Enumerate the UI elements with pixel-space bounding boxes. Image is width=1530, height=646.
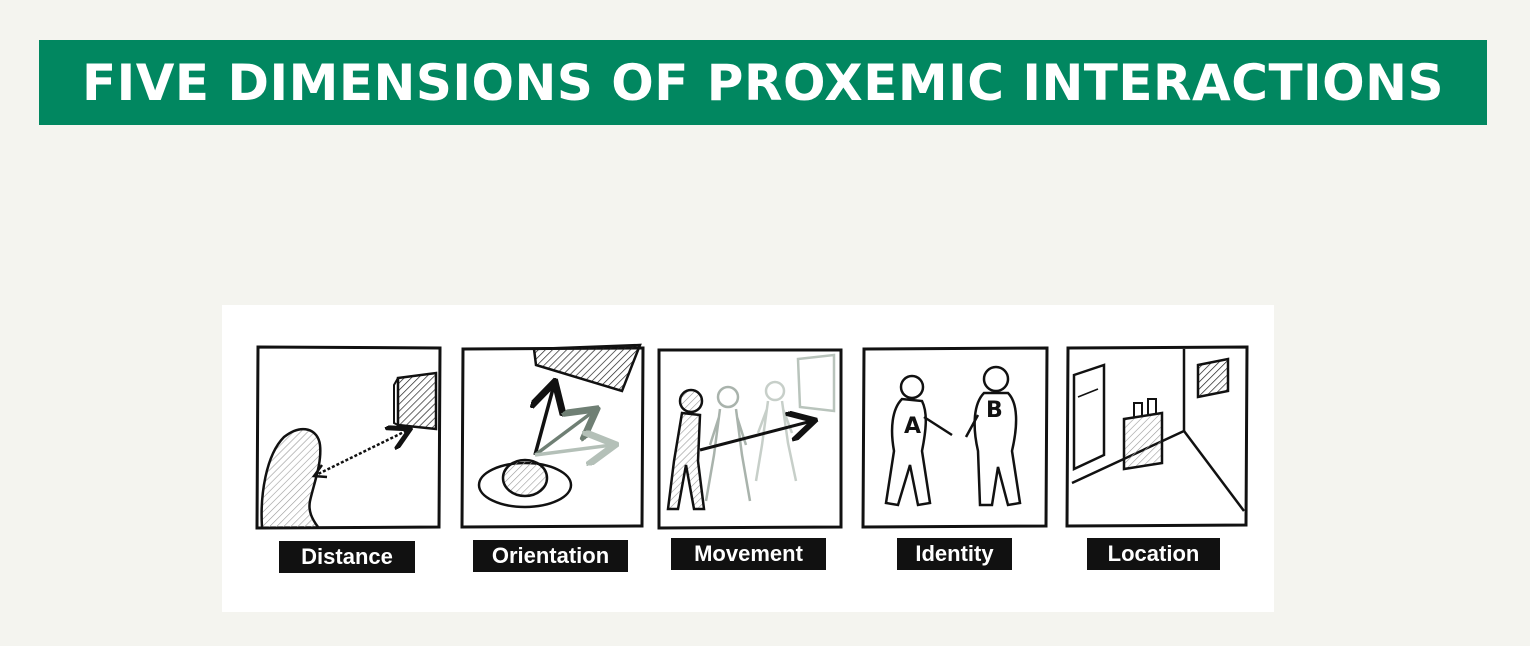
- location-panel: [1065, 345, 1249, 528]
- distance-panel: [255, 345, 442, 530]
- label-identity: Identity: [897, 538, 1012, 570]
- identity-panel: A B: [861, 346, 1049, 529]
- person-a-mark: A: [904, 414, 921, 439]
- movement-panel: [657, 348, 843, 530]
- proxemics-figure: A B Distance Orientation Movemen: [222, 305, 1274, 612]
- label-distance: Distance: [279, 541, 415, 573]
- label-location: Location: [1087, 538, 1220, 570]
- slide-title: FIVE DIMENSIONS OF PROXEMIC INTERACTIONS: [81, 53, 1445, 112]
- orientation-panel: [460, 343, 645, 529]
- person-b-mark: B: [986, 398, 1003, 423]
- sketch-illustrations: A B: [255, 343, 1249, 530]
- label-movement: Movement: [671, 538, 826, 570]
- title-banner: FIVE DIMENSIONS OF PROXEMIC INTERACTIONS: [39, 40, 1487, 125]
- label-orientation: Orientation: [473, 540, 628, 572]
